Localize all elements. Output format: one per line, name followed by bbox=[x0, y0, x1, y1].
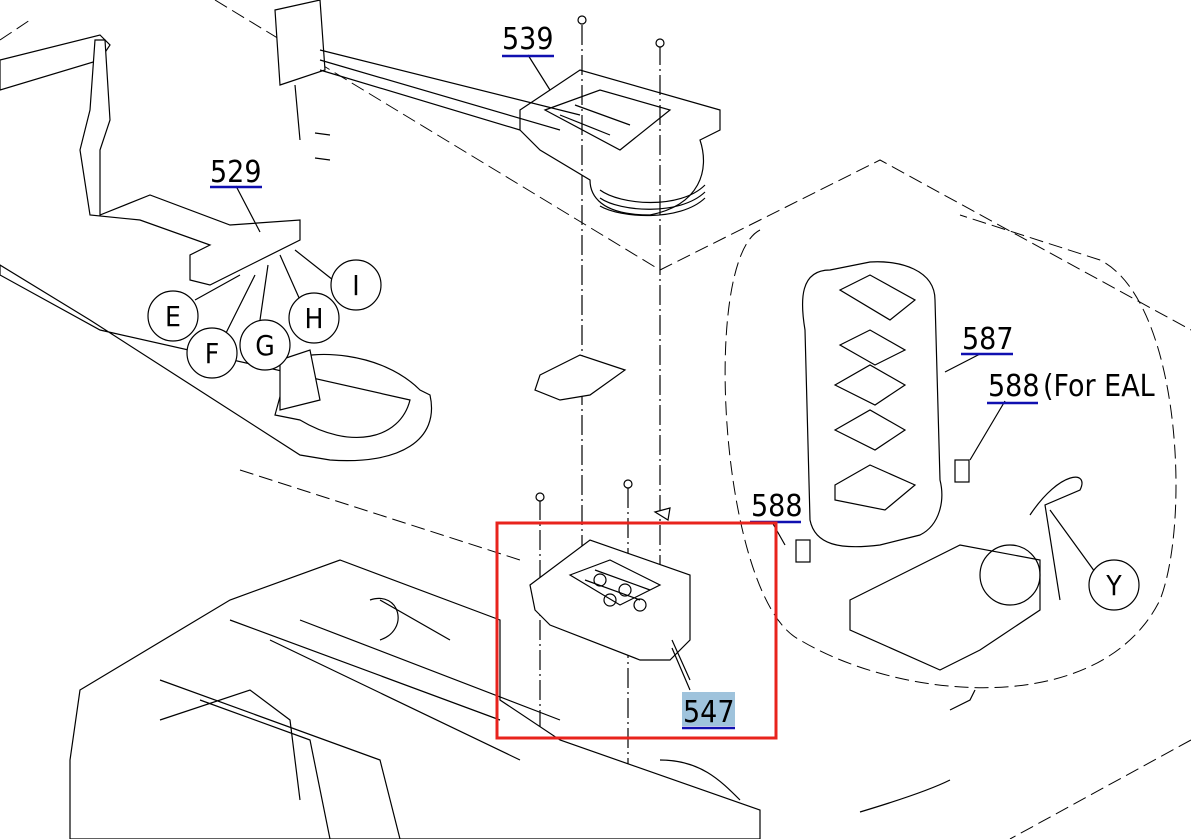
svg-text:G: G bbox=[255, 329, 275, 362]
connector-g: G bbox=[239, 319, 291, 371]
connector-i: I bbox=[330, 259, 382, 311]
callout-547[interactable]: 547 bbox=[682, 692, 735, 730]
svg-text:F: F bbox=[205, 337, 220, 370]
svg-text:I: I bbox=[352, 269, 359, 302]
callout-588-eal[interactable]: 588 (For EAL bbox=[987, 369, 1155, 405]
connector-y: Y bbox=[1088, 559, 1140, 611]
callout-529[interactable]: 529 bbox=[210, 155, 262, 190]
svg-text:587: 587 bbox=[962, 322, 1014, 357]
svg-text:529: 529 bbox=[210, 155, 262, 190]
connector-h: H bbox=[288, 292, 340, 344]
screws bbox=[534, 15, 671, 839]
callout-539[interactable]: 539 bbox=[502, 22, 554, 58]
callout-588[interactable]: 588 bbox=[750, 489, 803, 524]
flat-cable-529 bbox=[0, 34, 433, 462]
connector-e: E bbox=[147, 290, 199, 342]
svg-text:588: 588 bbox=[751, 489, 803, 524]
svg-text:588: 588 bbox=[988, 369, 1040, 404]
cap-assembly-587 bbox=[795, 261, 1083, 711]
printer-mechanism bbox=[69, 559, 951, 839]
svg-text:539: 539 bbox=[502, 22, 554, 57]
selection-highlight-box bbox=[495, 521, 778, 740]
svg-text:H: H bbox=[305, 302, 324, 335]
text-selection-highlight bbox=[682, 692, 735, 726]
callout-587[interactable]: 587 bbox=[961, 322, 1014, 357]
svg-text:Y: Y bbox=[1105, 569, 1122, 602]
svg-text:547: 547 bbox=[683, 695, 735, 730]
connector-f: F bbox=[186, 327, 238, 379]
svg-text:E: E bbox=[165, 300, 181, 333]
leader-lines bbox=[194, 54, 1096, 691]
head-assembly-539 bbox=[274, 0, 721, 217]
part-547-drawing bbox=[529, 539, 691, 681]
svg-text:(For EAL: (For EAL bbox=[1043, 369, 1155, 404]
